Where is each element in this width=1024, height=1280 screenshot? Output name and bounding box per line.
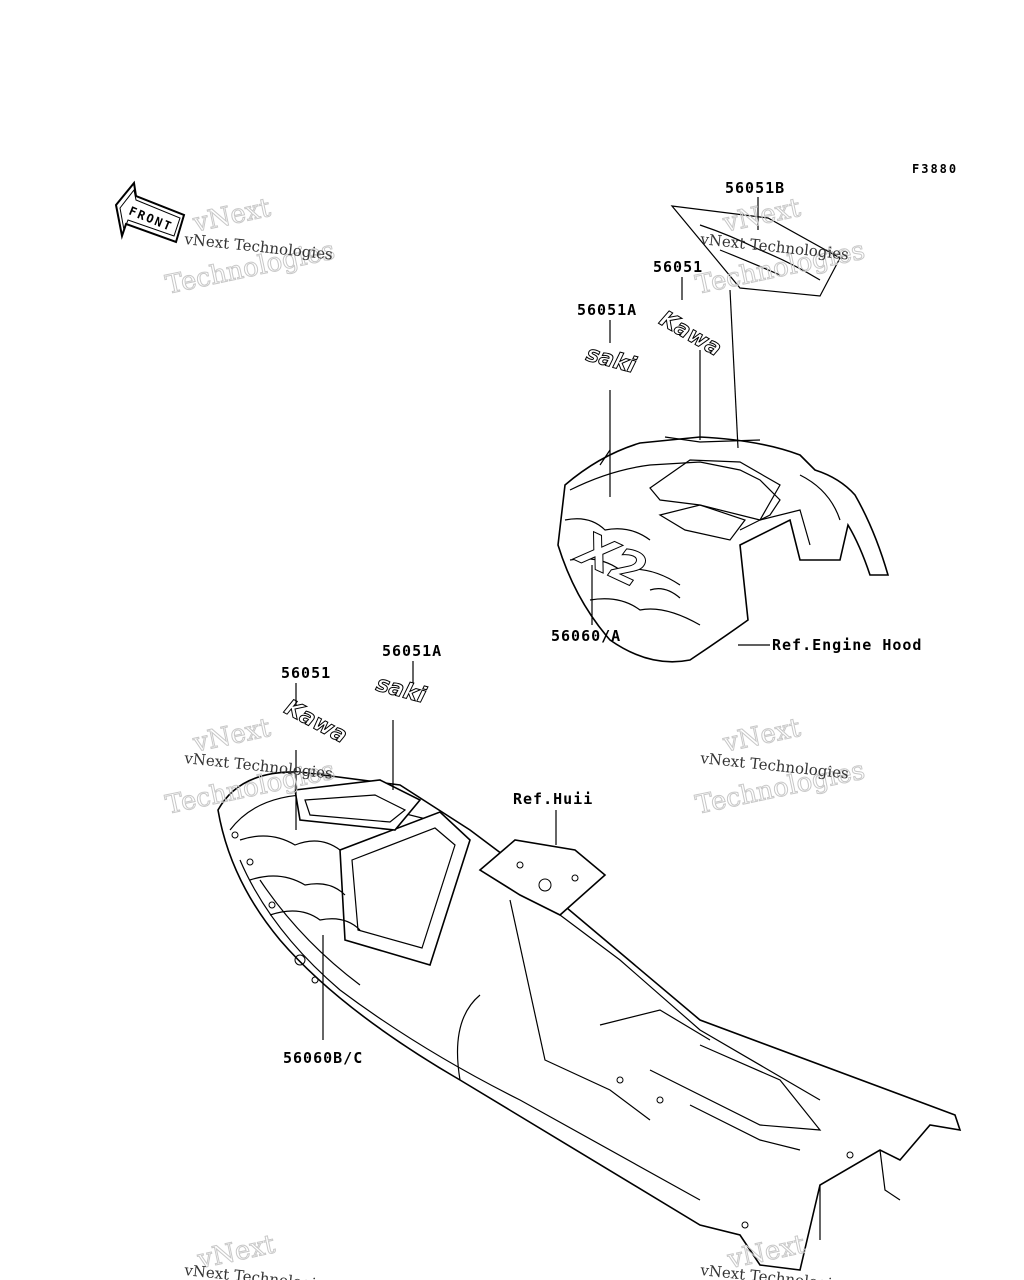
decal-saki-top: saki <box>583 342 638 379</box>
callout-56051b: 56051B <box>725 179 785 197</box>
ref-hull: Ref.Huii <box>513 790 593 808</box>
callout-56051a-bottom: 56051A <box>382 642 442 660</box>
decal-kawa-top: Kawa <box>655 307 726 362</box>
engine-hood: X2 <box>557 436 890 663</box>
callout-56051-bottom: 56051 <box>281 664 331 682</box>
callout-56051-top: 56051 <box>653 258 703 276</box>
callout-56060-a: 56060/A <box>551 627 621 645</box>
front-arrow-icon: FRONT <box>114 180 186 244</box>
decal-saki-bottom: saki <box>373 672 428 709</box>
decal-kawa-bottom: Kawa <box>280 695 351 749</box>
ref-engine-hood: Ref.Engine Hood <box>772 636 922 654</box>
callout-56060b-c: 56060B/C <box>283 1049 363 1067</box>
figure-code: F3880 <box>912 162 958 176</box>
decal-56051b <box>670 205 841 297</box>
watermark-sub-bottom-left: vNext Technologies <box>183 1261 334 1280</box>
callout-56051a-top: 56051A <box>577 301 637 319</box>
hull <box>217 771 962 1271</box>
